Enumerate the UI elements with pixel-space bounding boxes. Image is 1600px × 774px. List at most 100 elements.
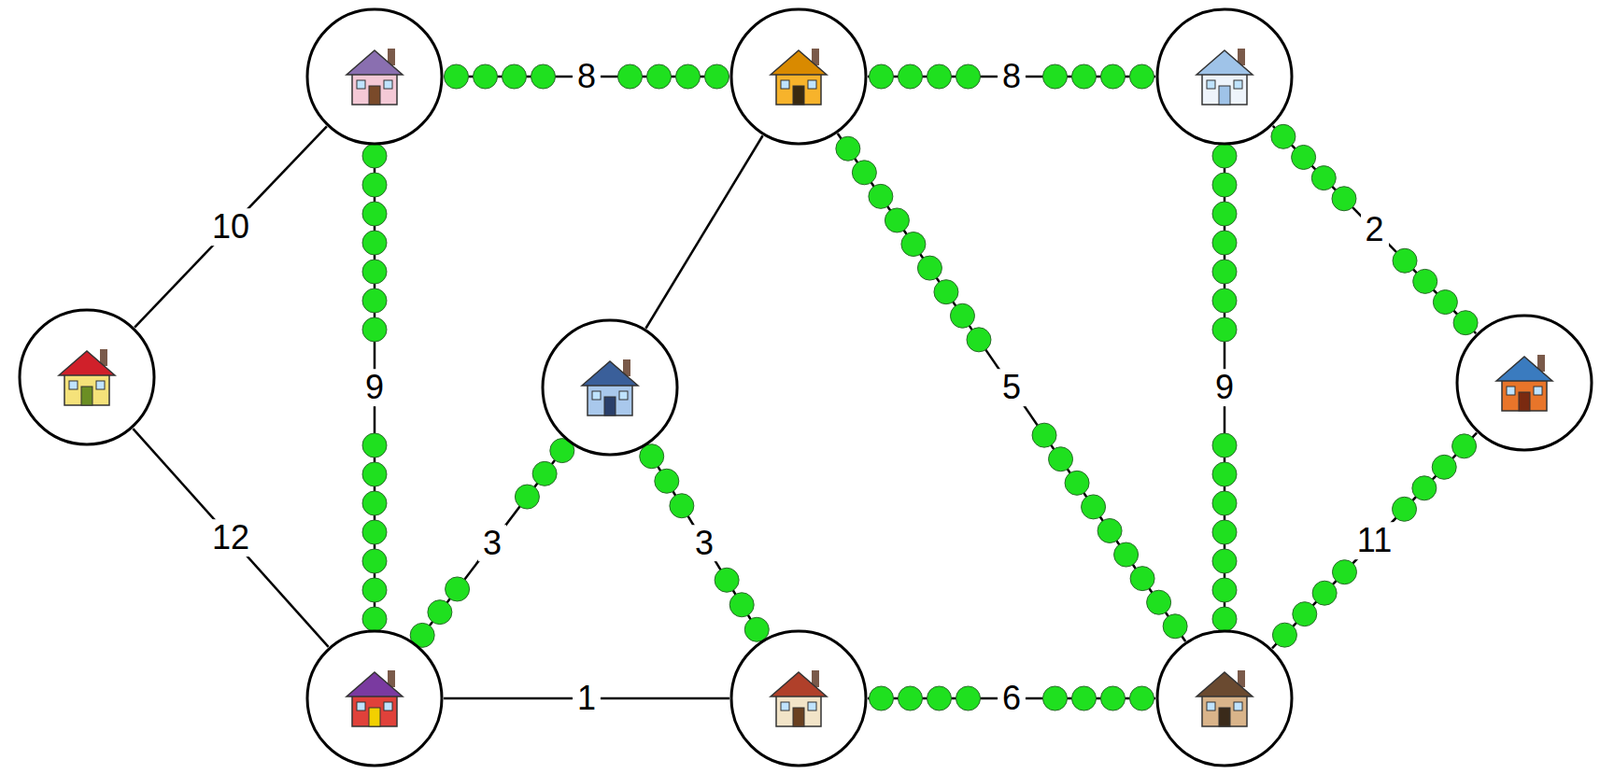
path-dot xyxy=(1452,434,1477,459)
house-node xyxy=(1155,629,1294,768)
path-dot xyxy=(444,64,469,89)
path-dot xyxy=(618,64,643,89)
path-dot xyxy=(362,462,387,487)
edge-weight: 9 xyxy=(360,368,389,407)
edge-weight: 6 xyxy=(997,679,1026,718)
path-dot xyxy=(956,686,981,711)
path-dot xyxy=(362,288,387,313)
path-dot xyxy=(901,232,926,257)
path-dot xyxy=(869,686,894,711)
path-dot xyxy=(934,280,959,305)
path-dot xyxy=(1212,549,1237,574)
house-circle xyxy=(17,308,156,447)
house-circle xyxy=(1455,313,1594,453)
house-circle xyxy=(729,629,868,768)
path-dot xyxy=(705,64,730,89)
path-dot xyxy=(1072,686,1097,711)
path-dot xyxy=(1212,201,1237,227)
path-dot xyxy=(744,617,769,642)
path-dot xyxy=(1081,495,1106,520)
node-outline xyxy=(1157,631,1292,766)
path-dot xyxy=(1130,686,1155,711)
house-node xyxy=(729,629,868,768)
path-dot xyxy=(639,444,665,469)
path-dot xyxy=(851,160,877,185)
path-dot xyxy=(502,64,527,89)
path-dot xyxy=(1101,64,1126,89)
graph-edge xyxy=(1272,433,1477,650)
house-icon xyxy=(1496,354,1553,411)
path-dot xyxy=(1392,248,1417,273)
house-node xyxy=(305,7,444,146)
path-dot xyxy=(362,172,387,198)
path-dot xyxy=(1146,590,1172,615)
node-outline xyxy=(19,310,155,445)
path-dot xyxy=(362,433,387,458)
house-icon xyxy=(1196,670,1253,727)
path-dot xyxy=(1043,64,1068,89)
edge-weight: 1 xyxy=(572,679,601,718)
path-dot xyxy=(1311,166,1336,191)
path-dot xyxy=(669,494,694,519)
edge-weight: 8 xyxy=(997,57,1026,96)
path-dot xyxy=(1291,144,1317,170)
path-dot xyxy=(1212,607,1237,632)
path-dot xyxy=(966,327,992,353)
path-dot xyxy=(1212,230,1237,255)
path-dot xyxy=(1212,491,1237,516)
edge-weight: 9 xyxy=(1210,368,1239,407)
path-dot xyxy=(445,577,470,602)
path-dot xyxy=(927,686,952,711)
node-outline xyxy=(731,631,866,766)
edge-weight: 3 xyxy=(690,524,719,563)
path-dot xyxy=(1212,172,1237,198)
path-dot xyxy=(647,64,672,89)
path-dot xyxy=(532,461,557,486)
house-icon xyxy=(770,670,827,727)
path-dot xyxy=(1392,496,1417,522)
house-node xyxy=(1455,313,1594,453)
house-circle xyxy=(540,318,680,457)
path-dot xyxy=(654,468,680,494)
graph-edge xyxy=(1273,126,1476,334)
path-dot xyxy=(362,549,387,574)
edge-weight: 10 xyxy=(207,208,255,246)
path-dot xyxy=(1292,602,1317,627)
path-dot xyxy=(956,64,981,89)
path-dot xyxy=(1064,470,1090,496)
node-outline xyxy=(307,9,442,144)
path-dot xyxy=(1413,269,1438,294)
path-dot xyxy=(1431,454,1457,480)
house-icon xyxy=(346,48,403,105)
path-dot xyxy=(514,484,539,510)
path-dot xyxy=(1130,566,1155,592)
house-icon xyxy=(346,670,403,727)
house-circle xyxy=(1155,629,1294,768)
path-dot xyxy=(362,143,387,169)
house-node xyxy=(540,318,680,457)
path-dot xyxy=(1331,560,1357,585)
path-dot xyxy=(1114,542,1139,567)
node-outline xyxy=(731,9,866,144)
path-dot xyxy=(1048,447,1074,472)
edge-weight: 12 xyxy=(207,519,255,557)
path-dot xyxy=(868,184,893,209)
path-dot xyxy=(362,607,387,632)
house-icon xyxy=(770,48,827,105)
node-outline xyxy=(307,631,442,766)
path-dot xyxy=(835,136,861,161)
path-dot xyxy=(1432,290,1458,315)
house-node xyxy=(17,308,156,447)
path-dot xyxy=(1097,518,1122,543)
house-circle xyxy=(305,629,444,768)
graph-edge xyxy=(645,135,763,328)
house-icon xyxy=(58,349,115,406)
path-dot xyxy=(729,593,754,618)
path-dot xyxy=(362,491,387,516)
path-dot xyxy=(1212,578,1237,603)
house-node xyxy=(1155,7,1294,146)
path-dot xyxy=(1331,186,1357,212)
path-dot xyxy=(362,520,387,545)
path-dot xyxy=(427,600,453,625)
